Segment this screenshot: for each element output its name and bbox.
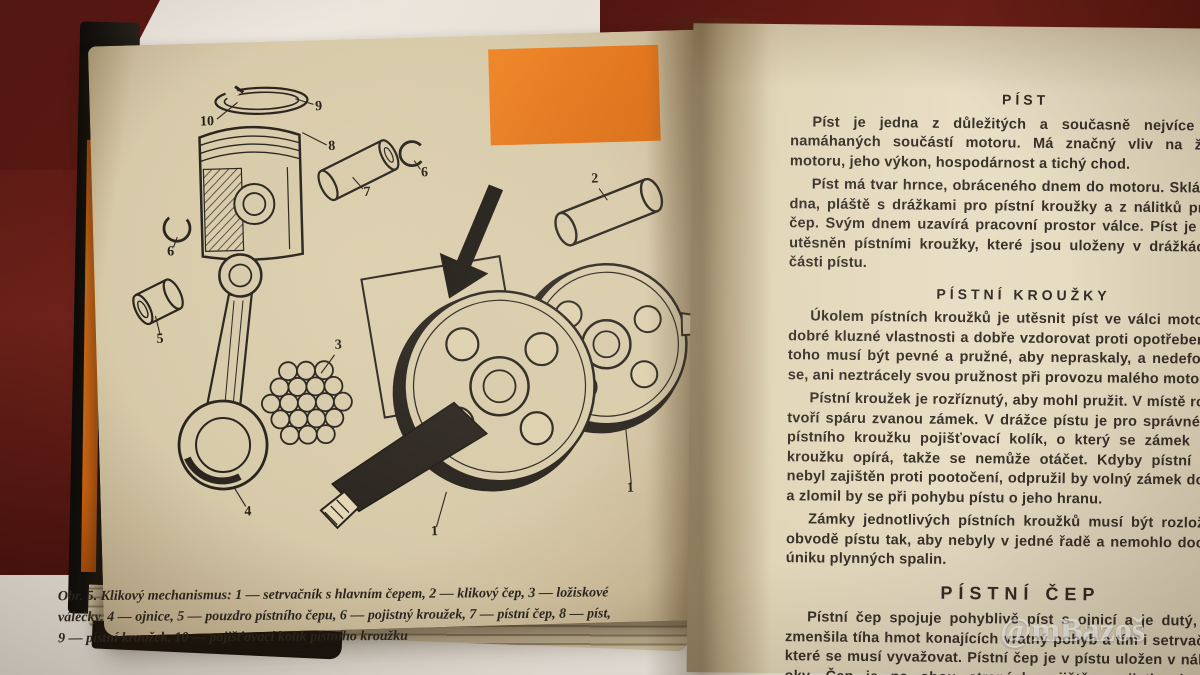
- paragraph: Úkolem pístních kroužků je utěsnit píst …: [787, 308, 1200, 388]
- piston: [198, 125, 305, 261]
- label-circlip-left: 6: [167, 244, 174, 259]
- crank-pin: [554, 177, 664, 247]
- connecting-rod: [177, 253, 269, 491]
- watermark: @mBazoš: [1000, 612, 1145, 649]
- label-piston: 8: [328, 139, 335, 154]
- label-ring: 9: [315, 99, 322, 114]
- right-page-text-column: PÍST Píst je jedna z důležitých a součas…: [783, 78, 1200, 675]
- paragraph: Zámky jednotlivých pístních kroužků musí…: [785, 511, 1200, 568]
- leader-lines: [154, 98, 632, 528]
- piston-ring: [214, 83, 309, 115]
- label-flywheel-b: 1: [627, 481, 634, 496]
- pin-bushing: [132, 278, 184, 326]
- part-number-labels: 10 9 8 7 6 6 5 3 4 2 1 1: [156, 99, 634, 539]
- circlip-left: [162, 213, 192, 243]
- section-heading-pist: PÍST: [1001, 91, 1050, 108]
- label-rollers: 3: [335, 338, 342, 353]
- label-crank-pin: 2: [591, 171, 598, 186]
- figure-caption: Obr. 5. Klikový mechanismus: 1 — setrvač…: [58, 582, 706, 650]
- main-shaft: [319, 401, 489, 530]
- bearing-rollers: [261, 360, 353, 446]
- right-page: PÍST Píst je jedna z důležitých a součas…: [686, 23, 1200, 675]
- label-rod: 4: [244, 504, 251, 519]
- assembly-arrow: [439, 184, 504, 299]
- label-bushing: 5: [156, 332, 163, 347]
- label-piston-pin: 7: [363, 185, 370, 200]
- left-page: 10 9 8 7 6 6 5 3 4 2 1 1: [87, 29, 715, 637]
- section-pistni-krouzky: PÍSTNÍ KROUŽKY Úkolem pístních kroužků j…: [786, 283, 1200, 574]
- section-heading-pistni-cep: PÍSTNÍ ČEP: [940, 582, 1101, 604]
- section-heading-pistni-krouzky: PÍSTNÍ KROUŽKY: [936, 285, 1111, 304]
- paragraph: Pístní kroužek je rozříznutý, aby mohl p…: [786, 390, 1200, 507]
- paragraph: Píst je jedna z důležitých a současně ne…: [789, 113, 1200, 173]
- section-pist: PÍST Píst je jedna z důležitých a součas…: [789, 88, 1200, 277]
- label-circlip-right: 6: [421, 165, 428, 180]
- label-ring-pin: 10: [200, 114, 214, 129]
- label-flywheel-a: 1: [431, 524, 438, 539]
- piston-pin: [317, 139, 400, 202]
- crank-mechanism-diagram: 10 9 8 7 6 6 5 3 4 2 1 1: [132, 83, 715, 539]
- paragraph: Píst má tvar hrnce, obráceného dnem do m…: [788, 176, 1200, 272]
